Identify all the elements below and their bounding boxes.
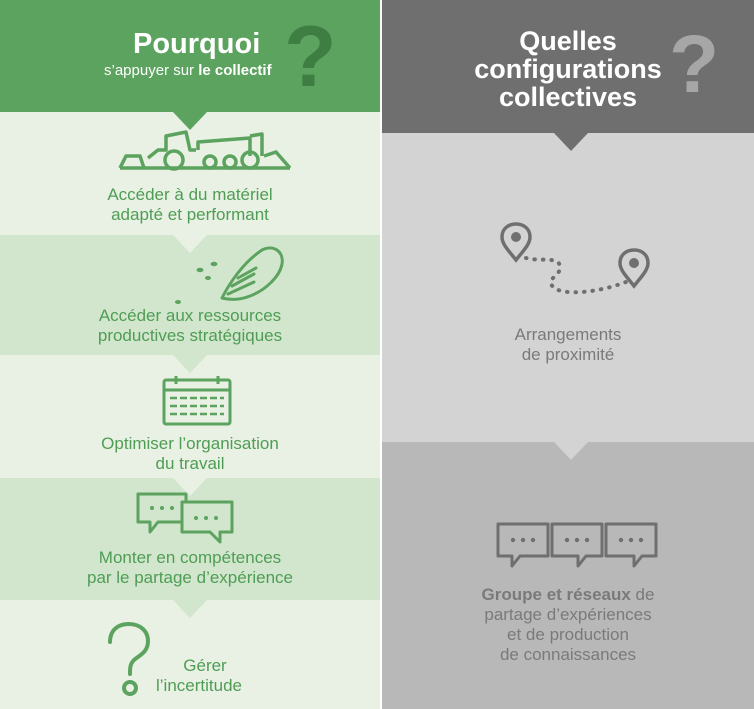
- right-question-mark: ?: [669, 19, 720, 110]
- left-subtitle: s’appuyer sur le collectif: [104, 62, 272, 79]
- left-band-1: [0, 112, 380, 235]
- left-column: Pourquoi s’appuyer sur le collectif ? Ac…: [0, 0, 380, 709]
- item-5-line-1: Gérer: [183, 656, 227, 675]
- left-band-3: [0, 355, 380, 478]
- right-item-2-line-3: et de production: [507, 625, 629, 644]
- item-3-line-2: du travail: [155, 454, 225, 473]
- left-subtitle-prefix: s’appuyer sur: [104, 62, 199, 79]
- tractor-icon: [118, 130, 292, 171]
- map-route-icon: [500, 222, 650, 295]
- right-item-2-bold: Groupe et réseaux: [481, 585, 631, 604]
- left-band-2: [0, 235, 380, 355]
- band-notch: [173, 478, 207, 496]
- item-5-line-2: l’incertitude: [156, 676, 242, 695]
- band-notch: [173, 355, 207, 373]
- right-item-1-line-2: de proximité: [521, 345, 615, 364]
- item-1-line-1: Accéder à du matériel: [107, 185, 273, 204]
- calendar-icon: [162, 376, 232, 426]
- right-header: [382, 0, 754, 133]
- header-notch: [554, 133, 588, 151]
- item-2-line-1: Accéder aux ressources: [98, 306, 282, 325]
- chat-bubbles-icon: [136, 492, 234, 544]
- band-notch: [173, 600, 207, 618]
- right-title-line-3: collectives: [498, 82, 638, 112]
- right-band-2: [382, 442, 754, 709]
- left-question-mark: ?: [284, 9, 337, 105]
- left-title: Pourquoi: [133, 28, 261, 60]
- left-band-5: [0, 600, 380, 709]
- item-4-line-1: Monter en compétences: [98, 548, 282, 567]
- item-1-line-2: adapté et performant: [111, 205, 269, 224]
- right-item-2-line-2: partage d’expériences: [484, 605, 652, 624]
- right-band-1: [382, 133, 754, 442]
- left-header: [0, 0, 380, 112]
- band-notch: [554, 442, 588, 460]
- question-icon: [108, 621, 151, 696]
- right-item-2-rest: de: [630, 585, 655, 604]
- item-4-line-2: par le partage d’expérience: [86, 568, 294, 587]
- right-item-1-line-1: Arrangements: [514, 325, 622, 344]
- item-2-line-2: productives stratégiques: [97, 326, 283, 345]
- left-subtitle-bold: le collectif: [198, 62, 272, 79]
- right-title-line-1: Quelles: [519, 26, 617, 56]
- right-column: Quelles configurations collectives ? Arr…: [382, 0, 754, 709]
- chat-group-icon: [496, 522, 658, 568]
- header-notch: [173, 112, 207, 130]
- item-3-line-1: Optimiser l’organisation: [101, 434, 279, 453]
- right-item-2-line-4: de connaissances: [499, 645, 637, 664]
- seed-hand-icon: [175, 246, 284, 304]
- right-title-line-2: configurations: [474, 54, 662, 84]
- right-item-2-line-1: Groupe et réseaux de: [382, 585, 754, 605]
- left-band-4: [0, 478, 380, 600]
- band-notch: [173, 235, 207, 253]
